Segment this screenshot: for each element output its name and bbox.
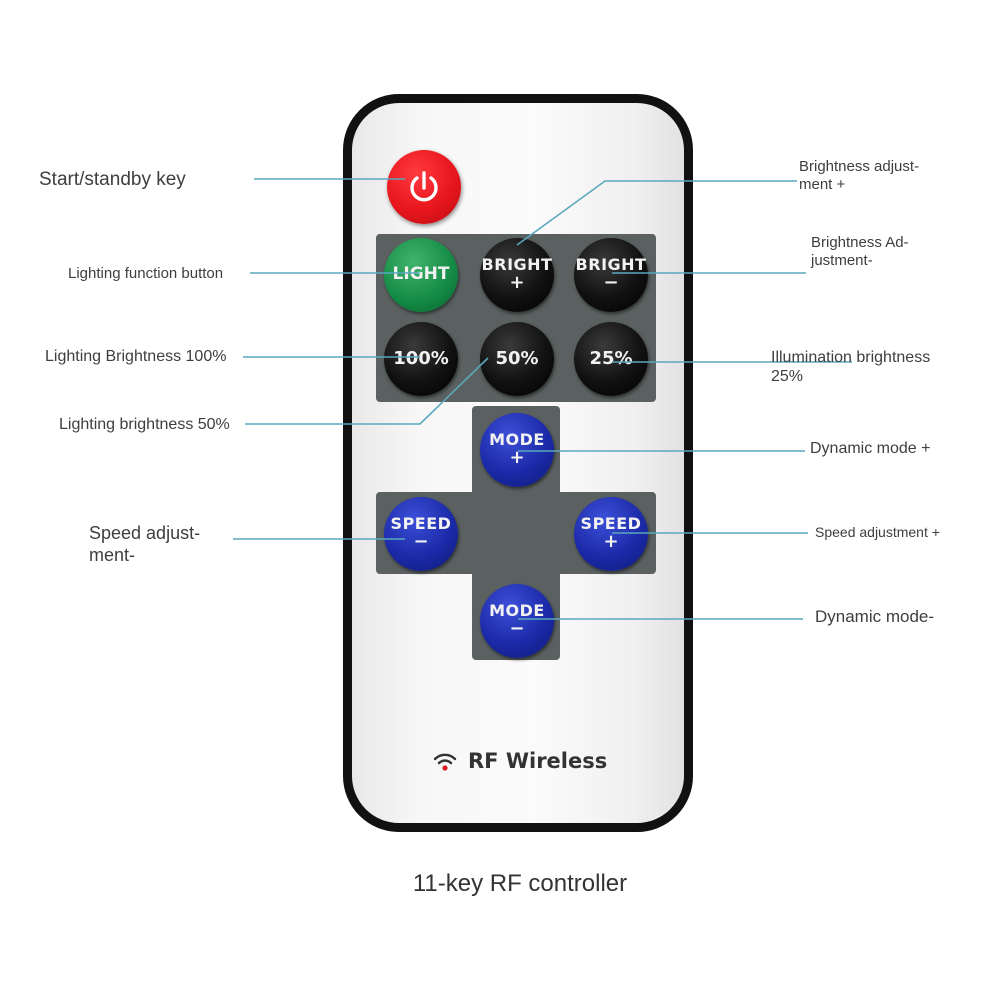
label-illumination-25: Illumination brightness 25% bbox=[771, 348, 930, 386]
light-button[interactable]: LIGHT bbox=[384, 238, 458, 312]
mode-minus-button[interactable]: MODE − bbox=[480, 584, 554, 658]
brightness-25-label: 25% bbox=[589, 347, 633, 369]
label-mode-minus: Dynamic mode- bbox=[815, 607, 935, 626]
label-speed-minus-line2: ment- bbox=[89, 544, 136, 565]
speed-minus-sign: − bbox=[413, 530, 429, 552]
speed-plus-sign: + bbox=[603, 530, 619, 552]
label-start-standby: Start/standby key bbox=[39, 169, 186, 190]
label-illumination-25-line2: 25% bbox=[771, 368, 804, 386]
light-button-label: LIGHT bbox=[392, 264, 450, 285]
label-speed-minus-line1: Speed adjust- bbox=[89, 523, 201, 543]
mode-minus-sign: − bbox=[509, 617, 525, 639]
label-bright-minus-line2: justment- bbox=[811, 252, 873, 269]
brightness-50-label: 50% bbox=[495, 347, 539, 369]
brightness-100-button[interactable]: 100% bbox=[384, 322, 458, 396]
bright-minus-top-label: BRIGHT bbox=[575, 255, 647, 275]
brightness-25-button[interactable]: 25% bbox=[574, 322, 648, 396]
label-illumination-25-line1: Illumination brightness bbox=[771, 349, 931, 366]
label-lighting-function: Lighting function button bbox=[68, 265, 224, 282]
bright-plus-sign: + bbox=[509, 271, 525, 293]
brightness-50-button[interactable]: 50% bbox=[480, 322, 554, 396]
caption: 11-key RF controller bbox=[412, 870, 628, 897]
power-icon bbox=[410, 171, 438, 202]
speed-minus-button[interactable]: SPEED − bbox=[384, 497, 458, 571]
label-speed-minus: Speed adjust- ment- bbox=[89, 523, 200, 566]
power-button[interactable] bbox=[387, 150, 461, 224]
rf-wireless-text: RF Wireless bbox=[468, 749, 608, 773]
mode-plus-top-label: MODE bbox=[489, 430, 545, 450]
label-bright-plus: Brightness adjust- ment + bbox=[799, 158, 919, 194]
label-bright-plus-line2: ment + bbox=[799, 176, 846, 193]
bright-minus-sign: − bbox=[603, 271, 619, 293]
speed-plus-top-label: SPEED bbox=[580, 514, 642, 534]
mode-plus-button[interactable]: MODE + bbox=[480, 413, 554, 487]
mode-plus-sign: + bbox=[509, 446, 525, 468]
label-bright-minus-line1: Brightness Ad- bbox=[811, 234, 909, 251]
bright-plus-top-label: BRIGHT bbox=[481, 255, 553, 275]
bright-plus-button[interactable]: BRIGHT + bbox=[480, 238, 554, 312]
label-speed-plus: Speed adjustment + bbox=[815, 524, 940, 540]
label-brightness-100: Lighting Brightness 100% bbox=[45, 348, 227, 365]
mode-minus-top-label: MODE bbox=[489, 601, 545, 621]
label-brightness-50: Lighting brightness 50% bbox=[59, 416, 230, 433]
bright-minus-button[interactable]: BRIGHT − bbox=[574, 238, 648, 312]
label-bright-plus-line1: Brightness adjust- bbox=[799, 158, 920, 175]
speed-minus-top-label: SPEED bbox=[390, 514, 452, 534]
label-bright-minus: Brightness Ad- justment- bbox=[811, 234, 909, 270]
wireless-signal-icon bbox=[433, 753, 457, 771]
brightness-100-label: 100% bbox=[393, 347, 449, 369]
speed-plus-button[interactable]: SPEED + bbox=[574, 497, 648, 571]
rf-wireless-brand: RF Wireless bbox=[432, 746, 607, 776]
label-mode-plus: Dynamic mode + bbox=[810, 440, 931, 457]
